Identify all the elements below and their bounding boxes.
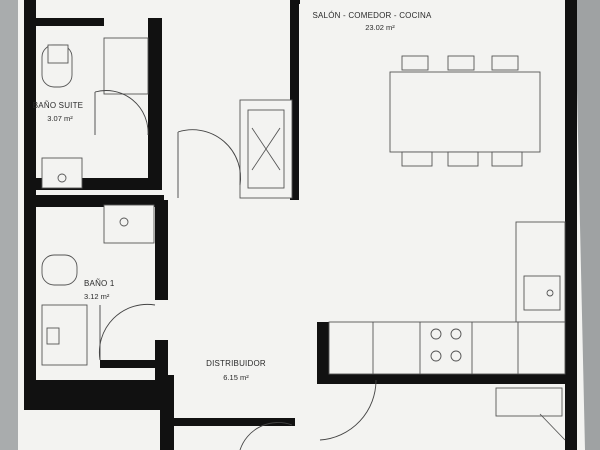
- room-label-salon: SALÓN - COMEDOR - COCINA: [312, 11, 431, 20]
- shaft: [239, 99, 293, 199]
- room-area-bano1: 3.12 m²: [84, 292, 110, 301]
- kitchen-counters: [328, 221, 566, 441]
- room-label-bano1: BAÑO 1: [84, 279, 115, 288]
- bano1-fixtures: [41, 204, 155, 366]
- room-area-bano-suite: 3.07 m²: [47, 114, 73, 123]
- dining-set: [389, 55, 541, 167]
- room-area-distribuidor: 6.15 m²: [223, 373, 249, 382]
- room-label-distribuidor: DISTRIBUIDOR: [206, 359, 266, 368]
- paper-shadow: [575, 0, 600, 450]
- room-label-bano-suite: BAÑO SUITE: [33, 101, 83, 110]
- room-area-salon: 23.02 m²: [365, 23, 395, 32]
- doors: [94, 90, 377, 450]
- bano-suite-fixtures: [41, 37, 149, 189]
